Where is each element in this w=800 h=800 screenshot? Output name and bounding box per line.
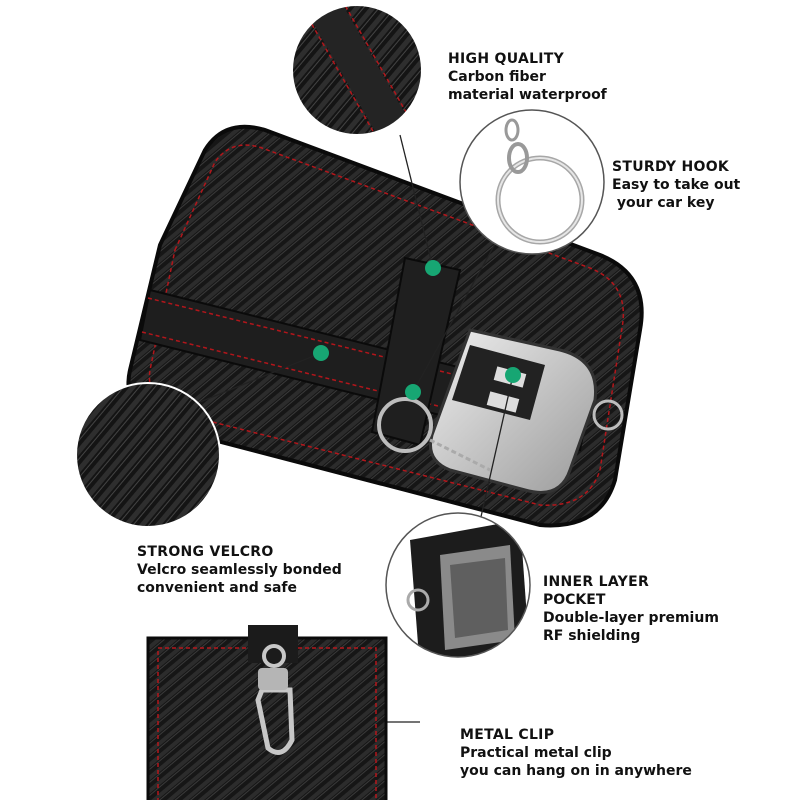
feature-line: Carbon fiber	[448, 69, 546, 85]
detail-circle-velcro	[75, 382, 221, 528]
callout-dot-hook	[405, 384, 421, 400]
feature-line: Velcro seamlessly bonded	[137, 562, 342, 578]
feature-sturdy-hook: STURDY HOOK Easy to take out your car ke…	[612, 158, 740, 212]
feature-title: STURDY HOOK	[612, 159, 730, 175]
feature-line: convenient and safe	[137, 580, 297, 596]
feature-strong-velcro: STRONG VELCRO Velcro seamlessly bonded c…	[137, 543, 342, 597]
feature-line: RF shielding	[543, 628, 641, 644]
feature-metal-clip: METAL CLIP Practical metal clip you can …	[460, 726, 692, 780]
feature-inner-layer: INNER LAYER POCKET Double-layer premium …	[543, 573, 719, 645]
detail-circle-pocket	[385, 512, 531, 658]
feature-line: material waterproof	[448, 87, 607, 103]
callout-dot-pocket	[505, 367, 521, 383]
feature-line: Double-layer premium	[543, 610, 719, 626]
car-key	[377, 328, 624, 494]
feature-title: METAL CLIP	[460, 727, 555, 743]
detail-circle-hook	[459, 109, 605, 255]
feature-line: Easy to take out	[612, 177, 741, 193]
feature-line: Practical metal clip	[460, 745, 612, 761]
feature-title: HIGH QUALITY	[448, 51, 565, 67]
feature-high-quality: HIGH QUALITY Carbon fiber material water…	[448, 50, 607, 104]
feature-line: POCKET	[543, 592, 606, 608]
callout-dot-material	[425, 260, 441, 276]
feature-line: your car key	[612, 195, 715, 211]
feature-title: STRONG VELCRO	[137, 544, 274, 560]
feature-line: you can hang on in anywhere	[460, 763, 692, 779]
pouch-bottom	[146, 625, 388, 800]
detail-circle-material	[291, 4, 423, 136]
feature-title: INNER LAYER	[543, 574, 650, 590]
callout-dot-velcro	[313, 345, 329, 361]
